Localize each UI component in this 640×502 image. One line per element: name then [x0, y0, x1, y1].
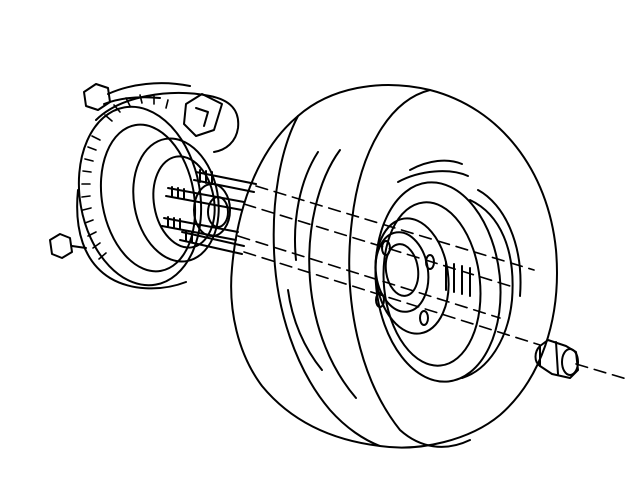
- wheel-stud: [193, 169, 257, 193]
- lug-nut-body: [539, 339, 579, 379]
- tire-sidewall-arc-3: [409, 159, 463, 171]
- rotor-inner: [99, 123, 197, 273]
- sensor-connector: [83, 83, 111, 111]
- wheel-studs: [161, 169, 257, 255]
- centerline: [243, 251, 541, 346]
- lug-nut: [534, 339, 579, 379]
- lug-hole: [375, 292, 385, 308]
- tire-sidewall-arc-2: [287, 289, 323, 371]
- tire-sidewall-arc-1: [293, 151, 319, 261]
- rim-hub-face: [374, 217, 450, 335]
- rotor-outer: [77, 105, 203, 287]
- lug-hole: [419, 310, 429, 326]
- rim-flange-2: [477, 189, 522, 297]
- alignment-centerlines: [237, 185, 631, 381]
- caliper-bracket: [183, 93, 223, 137]
- tire-outline: [230, 84, 558, 449]
- wheel-stud: [161, 216, 239, 241]
- tire-front-sidewall: [348, 89, 471, 448]
- mounting-stud: [49, 233, 73, 259]
- rim-inner: [382, 201, 482, 367]
- centerline: [255, 185, 535, 271]
- tone-ring-teeth: [81, 94, 169, 260]
- lug-hole: [381, 240, 391, 256]
- tire-tread-inner: [308, 149, 357, 399]
- rim-outer: [374, 181, 502, 383]
- sensor-wire-2: [103, 96, 161, 105]
- hub-assembly: [49, 82, 240, 290]
- wheel-stud: [165, 186, 245, 211]
- centerline: [237, 235, 501, 319]
- rim-center-bore-inner: [384, 243, 420, 297]
- sensor-wire: [107, 82, 191, 95]
- lug-nut-face: [561, 348, 579, 376]
- centerline: [575, 363, 631, 381]
- mounting-stud-tip: [71, 245, 87, 249]
- lug-nut-taper: [534, 345, 541, 367]
- hub-flange: [132, 137, 220, 263]
- caliper-bracket-detail: [195, 107, 209, 127]
- wheel-rim: [374, 181, 522, 383]
- tire-tread-line: [272, 115, 381, 447]
- centerline: [243, 203, 511, 287]
- rim-flange: [461, 199, 514, 379]
- tire: [230, 84, 558, 449]
- tire-sidewall-arc-4: [397, 170, 469, 183]
- wheel-stud: [179, 230, 245, 255]
- backing-plate-lower: [76, 189, 187, 290]
- lug-nut-flat: [555, 341, 559, 375]
- backing-plate: [95, 92, 240, 153]
